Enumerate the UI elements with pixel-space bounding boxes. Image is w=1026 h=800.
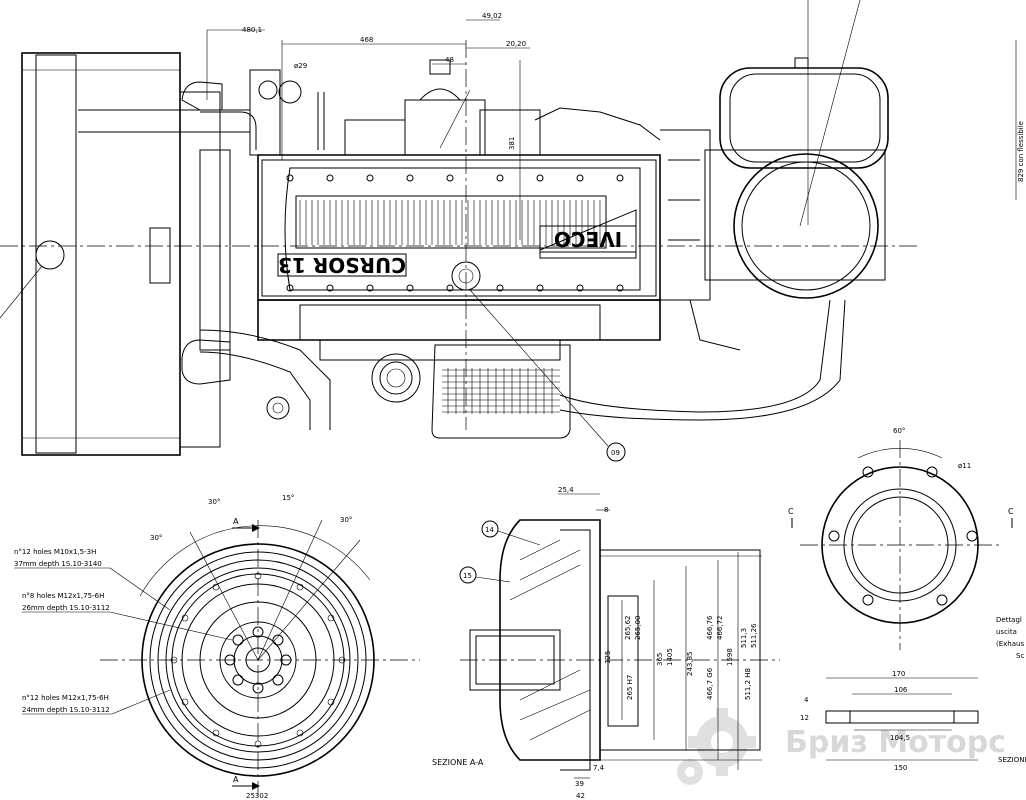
angle-15: 15° <box>282 494 294 502</box>
section-a-top: A <box>233 517 239 526</box>
dim-48: 48 <box>445 56 454 64</box>
angle-60: 60° <box>893 427 905 435</box>
dim-25302: 25302 <box>246 792 268 800</box>
starter-motor <box>371 353 421 403</box>
note-2a: n°8 holes M12x1,75-6H <box>22 592 104 600</box>
dim-106: 106 <box>894 686 908 694</box>
note-2b: 26mm depth 1S.10-3112 <box>22 604 110 612</box>
note-1a: n°12 holes M10x1,5-3H <box>14 548 96 556</box>
dim-1598: 1598 <box>726 648 734 666</box>
dim-381: 381 <box>508 137 516 150</box>
dim-8: 8 <box>604 506 608 514</box>
iveco-plate <box>539 225 637 253</box>
oil-pan <box>431 344 571 439</box>
cover-bolts <box>286 174 624 292</box>
dim-46676: 466,76 <box>706 615 714 640</box>
section-aa-view: 125 265 H7 265,62 265,00 365 1405 243,85… <box>432 486 780 800</box>
flywheel-bolt-holes <box>224 626 292 694</box>
dim-265h7: 265 H7 <box>626 675 634 700</box>
dim-46672: 466,72 <box>716 616 724 641</box>
dim-12: 12 <box>800 714 809 722</box>
angle-30-b: 30° <box>340 516 352 524</box>
section-c-left: C <box>788 507 794 516</box>
dim-42: 42 <box>576 792 585 800</box>
dim-29: ø29 <box>294 62 307 70</box>
callout-14 <box>481 520 499 538</box>
dim-4667g6: 466,7 G6 <box>706 667 714 700</box>
section-a-bottom: A <box>233 775 239 784</box>
angle-30-a: 30° <box>208 498 220 506</box>
dim-468: 468 <box>360 36 373 44</box>
rocker-cover-fins <box>295 195 637 259</box>
section-c-right: C <box>1008 507 1014 516</box>
cursor-plate <box>277 253 407 277</box>
callout-09: 09 <box>469 289 626 462</box>
dim-170: 170 <box>892 670 905 678</box>
dim-1405: 1405 <box>666 648 674 666</box>
dim-150: 150 <box>894 764 907 772</box>
dim-5112h8: 511,2 H8 <box>744 668 752 700</box>
dim-26562: 265,62 <box>624 616 632 641</box>
watermark-gear-icon <box>677 708 756 785</box>
dim-254: 25,4 <box>558 486 574 494</box>
generator-housing <box>0 29 265 456</box>
dim-4902: 49,02 <box>482 12 502 20</box>
exhaust-flange-view: 60° ø11 C C 170 106 104,5 150 4 12 Detta… <box>788 427 1026 772</box>
dim-11: ø11 <box>958 462 971 470</box>
angle-30-c: 30° <box>150 534 162 542</box>
vertical-note: 829 con flessibile <box>1017 121 1025 182</box>
flywheel-ring-holes <box>170 572 346 748</box>
note-1b: 37mm depth 1S.10-3140 <box>14 560 102 568</box>
detail-line2: uscita <box>996 628 1017 636</box>
section-cut-label: SEZIONI <box>998 756 1026 764</box>
turbo-inlet <box>733 153 879 299</box>
oil-pan-grille <box>442 368 560 414</box>
top-dimensions: 468 480,1 49,02 20,20 48 381 829 con fle… <box>242 0 1025 240</box>
brand-iveco: IVECO <box>554 227 622 251</box>
note-3a: n°12 holes M12x1,75-6H <box>22 694 109 702</box>
dim-24385: 243,85 <box>686 652 694 677</box>
detail-line4: Sc <box>1016 652 1024 660</box>
flywheel-view: 30° 15° 30° 30° A A 25302 n°12 holes M10… <box>14 494 420 800</box>
dim-26500: 265,00 <box>634 616 642 641</box>
dim-51126: 511,26 <box>750 623 758 648</box>
generator-center-mark <box>35 240 65 270</box>
dim-4: 4 <box>804 696 809 704</box>
oil-filler-cap <box>451 261 481 291</box>
dim-74: 7,4 <box>593 764 605 772</box>
dim-39: 39 <box>575 780 584 788</box>
detail-line3: (Exhaus <box>996 640 1024 648</box>
watermark: Бриз Моторс <box>677 708 1006 785</box>
dim-5113: 511,3 <box>740 628 748 648</box>
dim-1045: 104,5 <box>890 734 910 742</box>
section-aa-title: SEZIONE A-A <box>432 758 484 767</box>
dim-125: 125 <box>604 651 612 664</box>
callout-15-label: 15 <box>463 572 472 580</box>
callout-14-label: 14 <box>485 526 494 534</box>
callout-15 <box>459 566 477 584</box>
air-filter-assembly <box>704 0 889 299</box>
detail-title: Dettagl <box>996 616 1022 624</box>
engine-block: CURSOR 13 IVECO <box>78 59 846 439</box>
dim-2020: 20,20 <box>506 40 526 48</box>
brand-cursor: CURSOR 13 <box>278 253 406 277</box>
note-3b: 24mm depth 1S.10-3112 <box>22 706 110 714</box>
dim-480: 480,1 <box>242 26 262 34</box>
callout-09-label: 09 <box>611 449 620 457</box>
watermark-text: Бриз Моторс <box>785 725 1006 760</box>
dim-365: 365 <box>656 653 664 666</box>
